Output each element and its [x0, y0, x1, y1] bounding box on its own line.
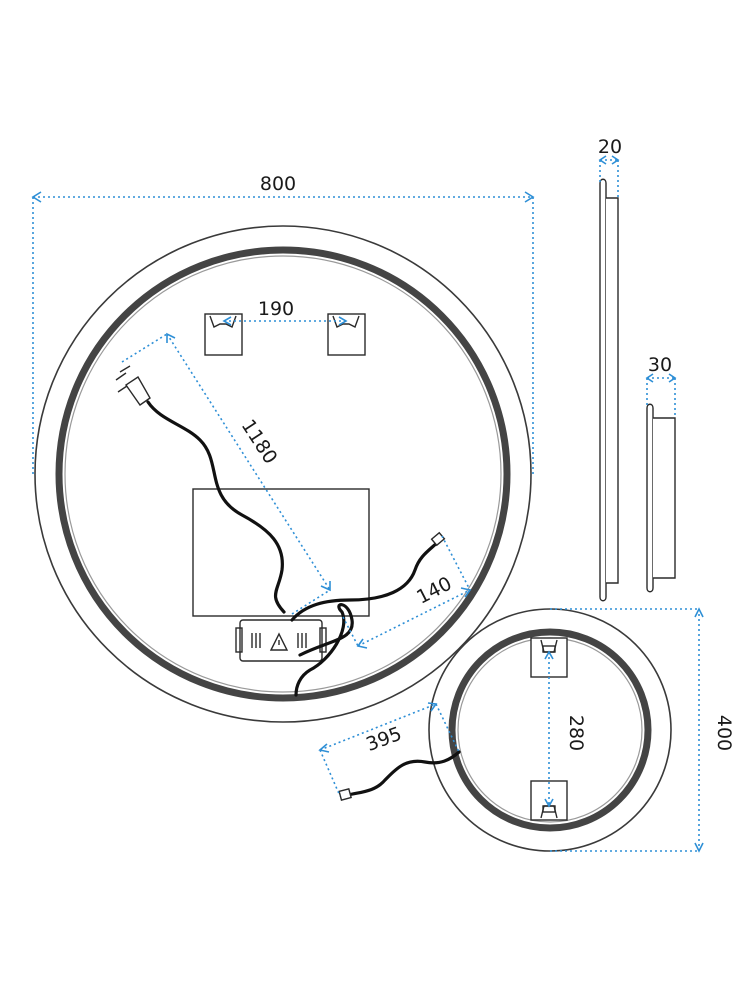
dimension-395-label: 395: [363, 723, 405, 756]
warning-triangle-icon: [269, 632, 289, 651]
small-mirror-cable: [346, 750, 461, 797]
dimension-395: 395: [318, 702, 460, 797]
exit-cable: [294, 603, 354, 697]
small-mirror-connector: [338, 787, 352, 801]
dimension-140-label: 140: [413, 573, 455, 609]
large-mirror: 800 190 1180 140: [31, 173, 535, 723]
power-cable: [146, 400, 286, 614]
small-hanger-bottom: [530, 780, 568, 821]
small-mirror: 280 395 400: [318, 607, 735, 853]
dimension-400: 400: [550, 607, 735, 853]
dimension-280: 280: [544, 650, 587, 808]
dimension-800-label: 800: [260, 173, 296, 195]
large-mirror-led-ring: [55, 246, 511, 702]
sensor-cable: [290, 538, 442, 622]
led-driver: [235, 619, 327, 662]
hanger-right: [327, 313, 366, 356]
dimension-280-label: 280: [565, 715, 587, 751]
side-profile-module: 30: [645, 354, 677, 593]
side-profile-frame: 20: [598, 136, 622, 602]
dimension-190-label: 190: [258, 298, 294, 320]
dimension-1180-label: 1180: [237, 415, 282, 468]
hanger-left: [204, 313, 243, 356]
plug-icon: [115, 365, 151, 406]
dimension-190: 190: [222, 298, 348, 326]
large-mirror-led-ring-inner: [64, 255, 502, 693]
dimension-800: 800: [31, 173, 535, 474]
dimension-400-label: 400: [713, 715, 735, 751]
dimension-20-label: 20: [598, 136, 622, 158]
small-mirror-led-ring: [448, 628, 652, 832]
large-mirror-outer-edge: [34, 225, 532, 723]
dimension-30-label: 30: [648, 354, 672, 376]
sensor-connector: [430, 531, 446, 547]
